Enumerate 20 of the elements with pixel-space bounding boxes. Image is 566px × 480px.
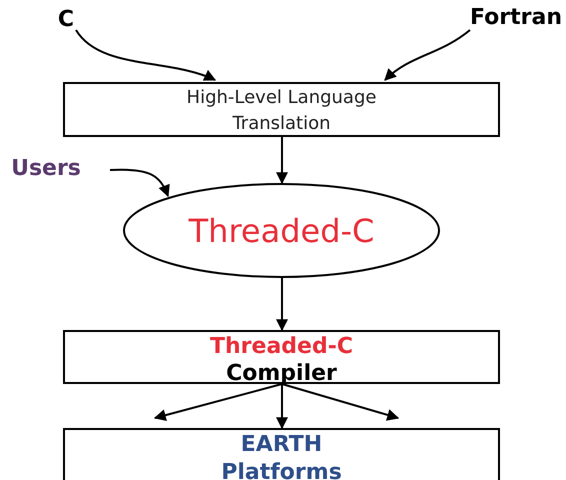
node-text: EARTH Platforms: [220, 431, 343, 480]
arrow: [276, 278, 288, 332]
arrow: [110, 168, 170, 198]
node-text: Fortran: [470, 4, 562, 32]
node-text: High-Level Language Translation: [186, 86, 378, 136]
arrow: [276, 384, 288, 430]
process-ellipse: [123, 183, 440, 278]
arrow: [282, 383, 400, 421]
node-text: C: [58, 6, 74, 34]
node-text: Threaded-C: [210, 333, 353, 361]
arrow: [276, 137, 288, 184]
process-box: [63, 330, 500, 384]
process-box: [63, 82, 500, 137]
node-text: Users: [11, 154, 81, 182]
process-box: [63, 428, 500, 480]
arrow: [154, 383, 282, 421]
node-text: Compiler: [226, 361, 337, 387]
arrow: [384, 29, 471, 81]
node-text: Threaded-C: [188, 210, 374, 252]
arrow: [75, 29, 216, 82]
